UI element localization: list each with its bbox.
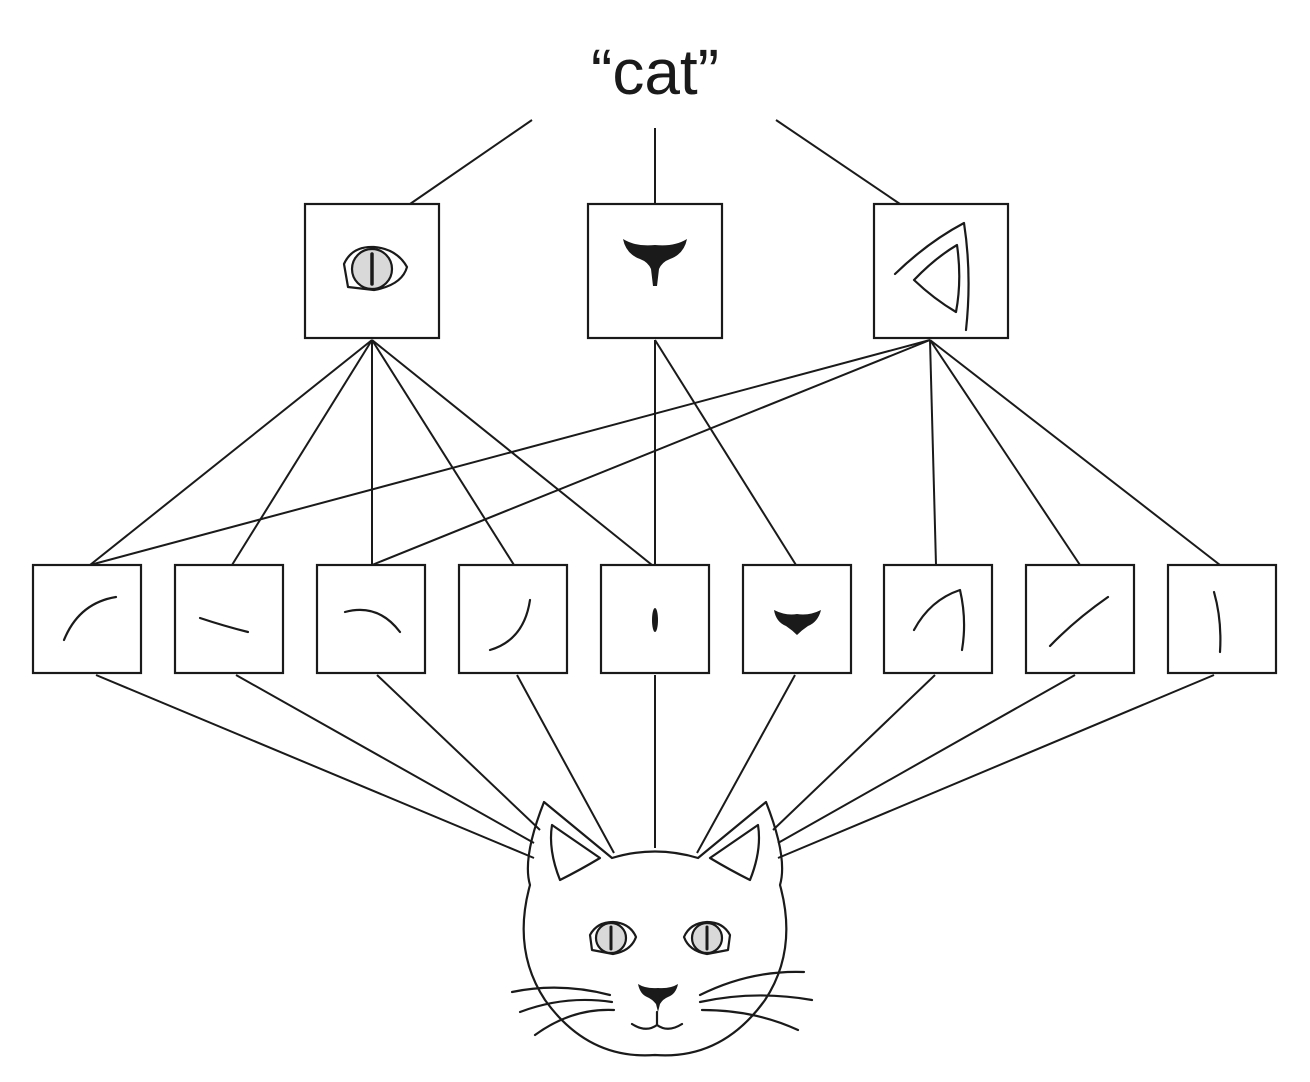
vertical-pupil-icon bbox=[652, 608, 658, 632]
left-eye-icon bbox=[588, 920, 638, 956]
input-connections bbox=[95, 674, 1215, 859]
edge-feature-8 bbox=[1024, 563, 1136, 675]
descending-line-icon bbox=[198, 616, 250, 634]
label-connections bbox=[409, 119, 901, 205]
cat-mouth bbox=[630, 1010, 684, 1030]
cat-face-input bbox=[510, 800, 814, 1057]
right-eye-icon bbox=[682, 920, 732, 956]
diagonal-line-icon bbox=[1048, 595, 1110, 648]
whiskers bbox=[510, 970, 814, 1037]
edge-feature-5 bbox=[599, 563, 711, 675]
vertical-curve-icon bbox=[1212, 590, 1222, 654]
ear-outline-icon bbox=[912, 588, 966, 652]
edge-feature-6 bbox=[741, 563, 853, 675]
feature-box-ear bbox=[872, 202, 1010, 340]
edge-feature-4 bbox=[457, 563, 569, 675]
edge-feature-9 bbox=[1166, 563, 1278, 675]
arc-curve-icon bbox=[62, 595, 118, 642]
top-label-cat: “cat” bbox=[591, 36, 719, 108]
cat-eye-icon bbox=[342, 245, 409, 292]
cat-nose-icon bbox=[623, 239, 687, 286]
edge-feature-2 bbox=[173, 563, 285, 675]
right-ear-icon bbox=[708, 823, 761, 882]
rising-curve-icon bbox=[488, 598, 532, 652]
cat-nose-icon-face bbox=[638, 984, 678, 1012]
cat-ear-icon bbox=[893, 221, 970, 332]
edge-feature-7 bbox=[882, 563, 994, 675]
down-curve-icon bbox=[343, 608, 402, 634]
feature-box-nose bbox=[586, 202, 724, 340]
feature-box-eye bbox=[303, 202, 441, 340]
nose-blob-icon bbox=[774, 610, 821, 635]
cat-head-outline bbox=[522, 800, 788, 1057]
edge-feature-1 bbox=[31, 563, 143, 675]
left-ear-icon bbox=[549, 823, 602, 882]
feature-connections bbox=[89, 339, 1221, 566]
edge-feature-3 bbox=[315, 563, 427, 675]
